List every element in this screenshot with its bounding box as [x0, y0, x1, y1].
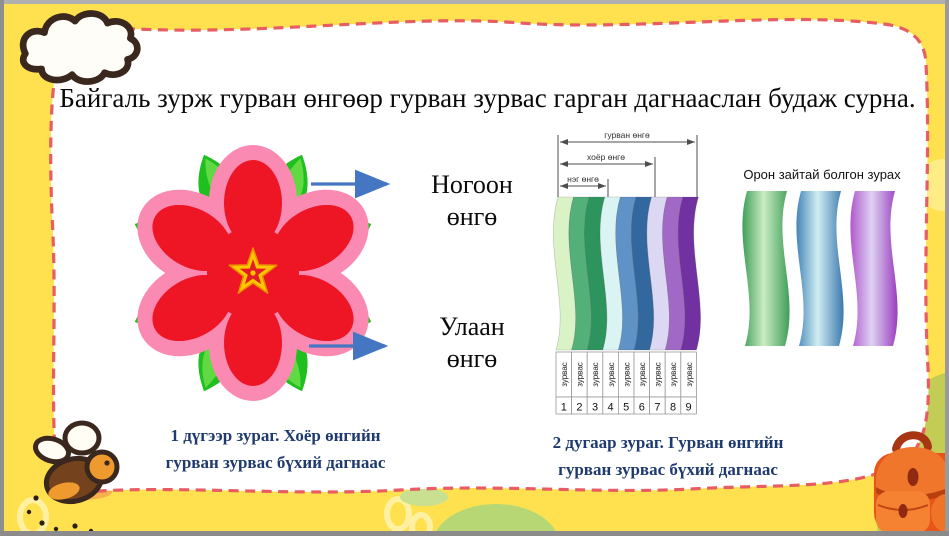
- figure1-caption-line2: гурван зурвас бүхий дагнаас: [165, 453, 386, 473]
- green-band: [742, 191, 790, 346]
- stripe-word-label: зурвас: [685, 362, 694, 387]
- red-color-label-line2: өнгө: [446, 343, 498, 373]
- green-color-label-line1: Ногоон: [431, 170, 513, 199]
- bee-head: [84, 449, 120, 485]
- flower-illustration: [127, 145, 379, 401]
- stripe-number-label: 1: [561, 402, 567, 414]
- stripe-number-label: 5: [623, 402, 629, 414]
- flower-red-petals: [152, 160, 354, 386]
- stripe-word-label: зурвас: [607, 362, 616, 387]
- flower-center-star: [228, 247, 278, 294]
- small-green-blob: [400, 488, 448, 506]
- figure1-caption: 1 дүгээр зураг. Хоёр өнгийн гурван зурва…: [133, 422, 418, 476]
- stripe-band-group: [553, 196, 701, 351]
- backpack-handle: [892, 431, 932, 453]
- window-edge-right: [945, 0, 949, 536]
- slide-title: Байгаль зурж гурван өнгөөр гурван зурвас…: [59, 83, 916, 113]
- green-color-label: Ногоон өнгө: [408, 169, 536, 232]
- ring-decoration: [384, 496, 412, 532]
- dimension-label-three-colors: гурван өнгө: [604, 130, 650, 140]
- figure2-caption-line1: 2 дугаар зураг. Гурван өнгийн: [552, 433, 784, 452]
- stripe-word-label: зурвас: [591, 362, 600, 387]
- stripe-label-group: зурвас 1 зурвас 2 зурвас 3 зурвас 4 зурвас 5 зурва…: [555, 351, 697, 415]
- stripe-number-label: 4: [608, 402, 614, 414]
- stripe-number-label: 3: [592, 402, 598, 414]
- backpack-side-pocket: [931, 494, 949, 532]
- green-blob: [433, 504, 559, 536]
- figure3-label: Орон зайтай болгон зурах: [743, 167, 901, 182]
- spaced-bands-illustration: [742, 191, 898, 346]
- stripe-word-label: зурвас: [638, 362, 647, 387]
- window-edge-left: [0, 0, 4, 536]
- purple-band: [850, 191, 898, 346]
- stripe-word-label: зурвас: [576, 362, 585, 387]
- dimension-label-one-color: нэг өнгө: [567, 174, 599, 184]
- stripes-diagram: гурван өнгө хоёр өнгө нэг өнгө зурвас1зу…: [553, 130, 701, 415]
- stripe-number-label: 7: [654, 402, 660, 414]
- bee-wing-icon: [62, 420, 102, 456]
- cloud-icon: [19, 10, 141, 85]
- bee-wing-icon: [32, 435, 72, 465]
- figure2-caption: 2 дугаар зураг. Гурван өнгийн гурван зур…: [518, 429, 818, 483]
- bee-belly-stripe: [48, 482, 80, 500]
- bee-decoration: [32, 420, 120, 505]
- dimension-lines: гурван өнгө хоёр өнгө нэг өнгө: [557, 130, 698, 197]
- stripe-word-label: зурвас: [654, 362, 663, 387]
- window-edge-top: [0, 0, 949, 4]
- stripe-number-label: 8: [670, 402, 676, 414]
- backpack-flap-button: [907, 468, 919, 486]
- figure2-caption-line2: гурван зурвас бүхий дагнаас: [558, 460, 778, 480]
- backpack-decoration: [874, 431, 949, 533]
- red-color-label-line1: Улаан: [439, 312, 505, 341]
- ring-decoration: [409, 512, 433, 536]
- stripe-word-label: зурвас: [560, 362, 569, 387]
- dimension-label-two-colors: хоёр өнгө: [587, 152, 625, 162]
- stripe-word-label: зурвас: [669, 362, 678, 387]
- stripe-number-label: 9: [686, 402, 692, 414]
- stripe-number-label: 6: [639, 402, 645, 414]
- green-color-label-line2: өнгө: [446, 201, 498, 231]
- figure1-caption-line1: 1 дүгээр зураг. Хоёр өнгийн: [170, 426, 381, 445]
- blue-band: [796, 191, 844, 346]
- annotation-arrows: [309, 169, 391, 361]
- bee-eye: [104, 460, 110, 466]
- cloud-decoration: [19, 10, 141, 85]
- red-color-label: Улаан өнгө: [412, 311, 532, 374]
- stripe-number-label: 2: [576, 402, 582, 414]
- stripe-label-cell: [680, 396, 697, 415]
- stripe-word-label: зурвас: [622, 362, 631, 387]
- backpack-pocket-button: [898, 504, 908, 518]
- window-edge-bottom: [0, 531, 949, 536]
